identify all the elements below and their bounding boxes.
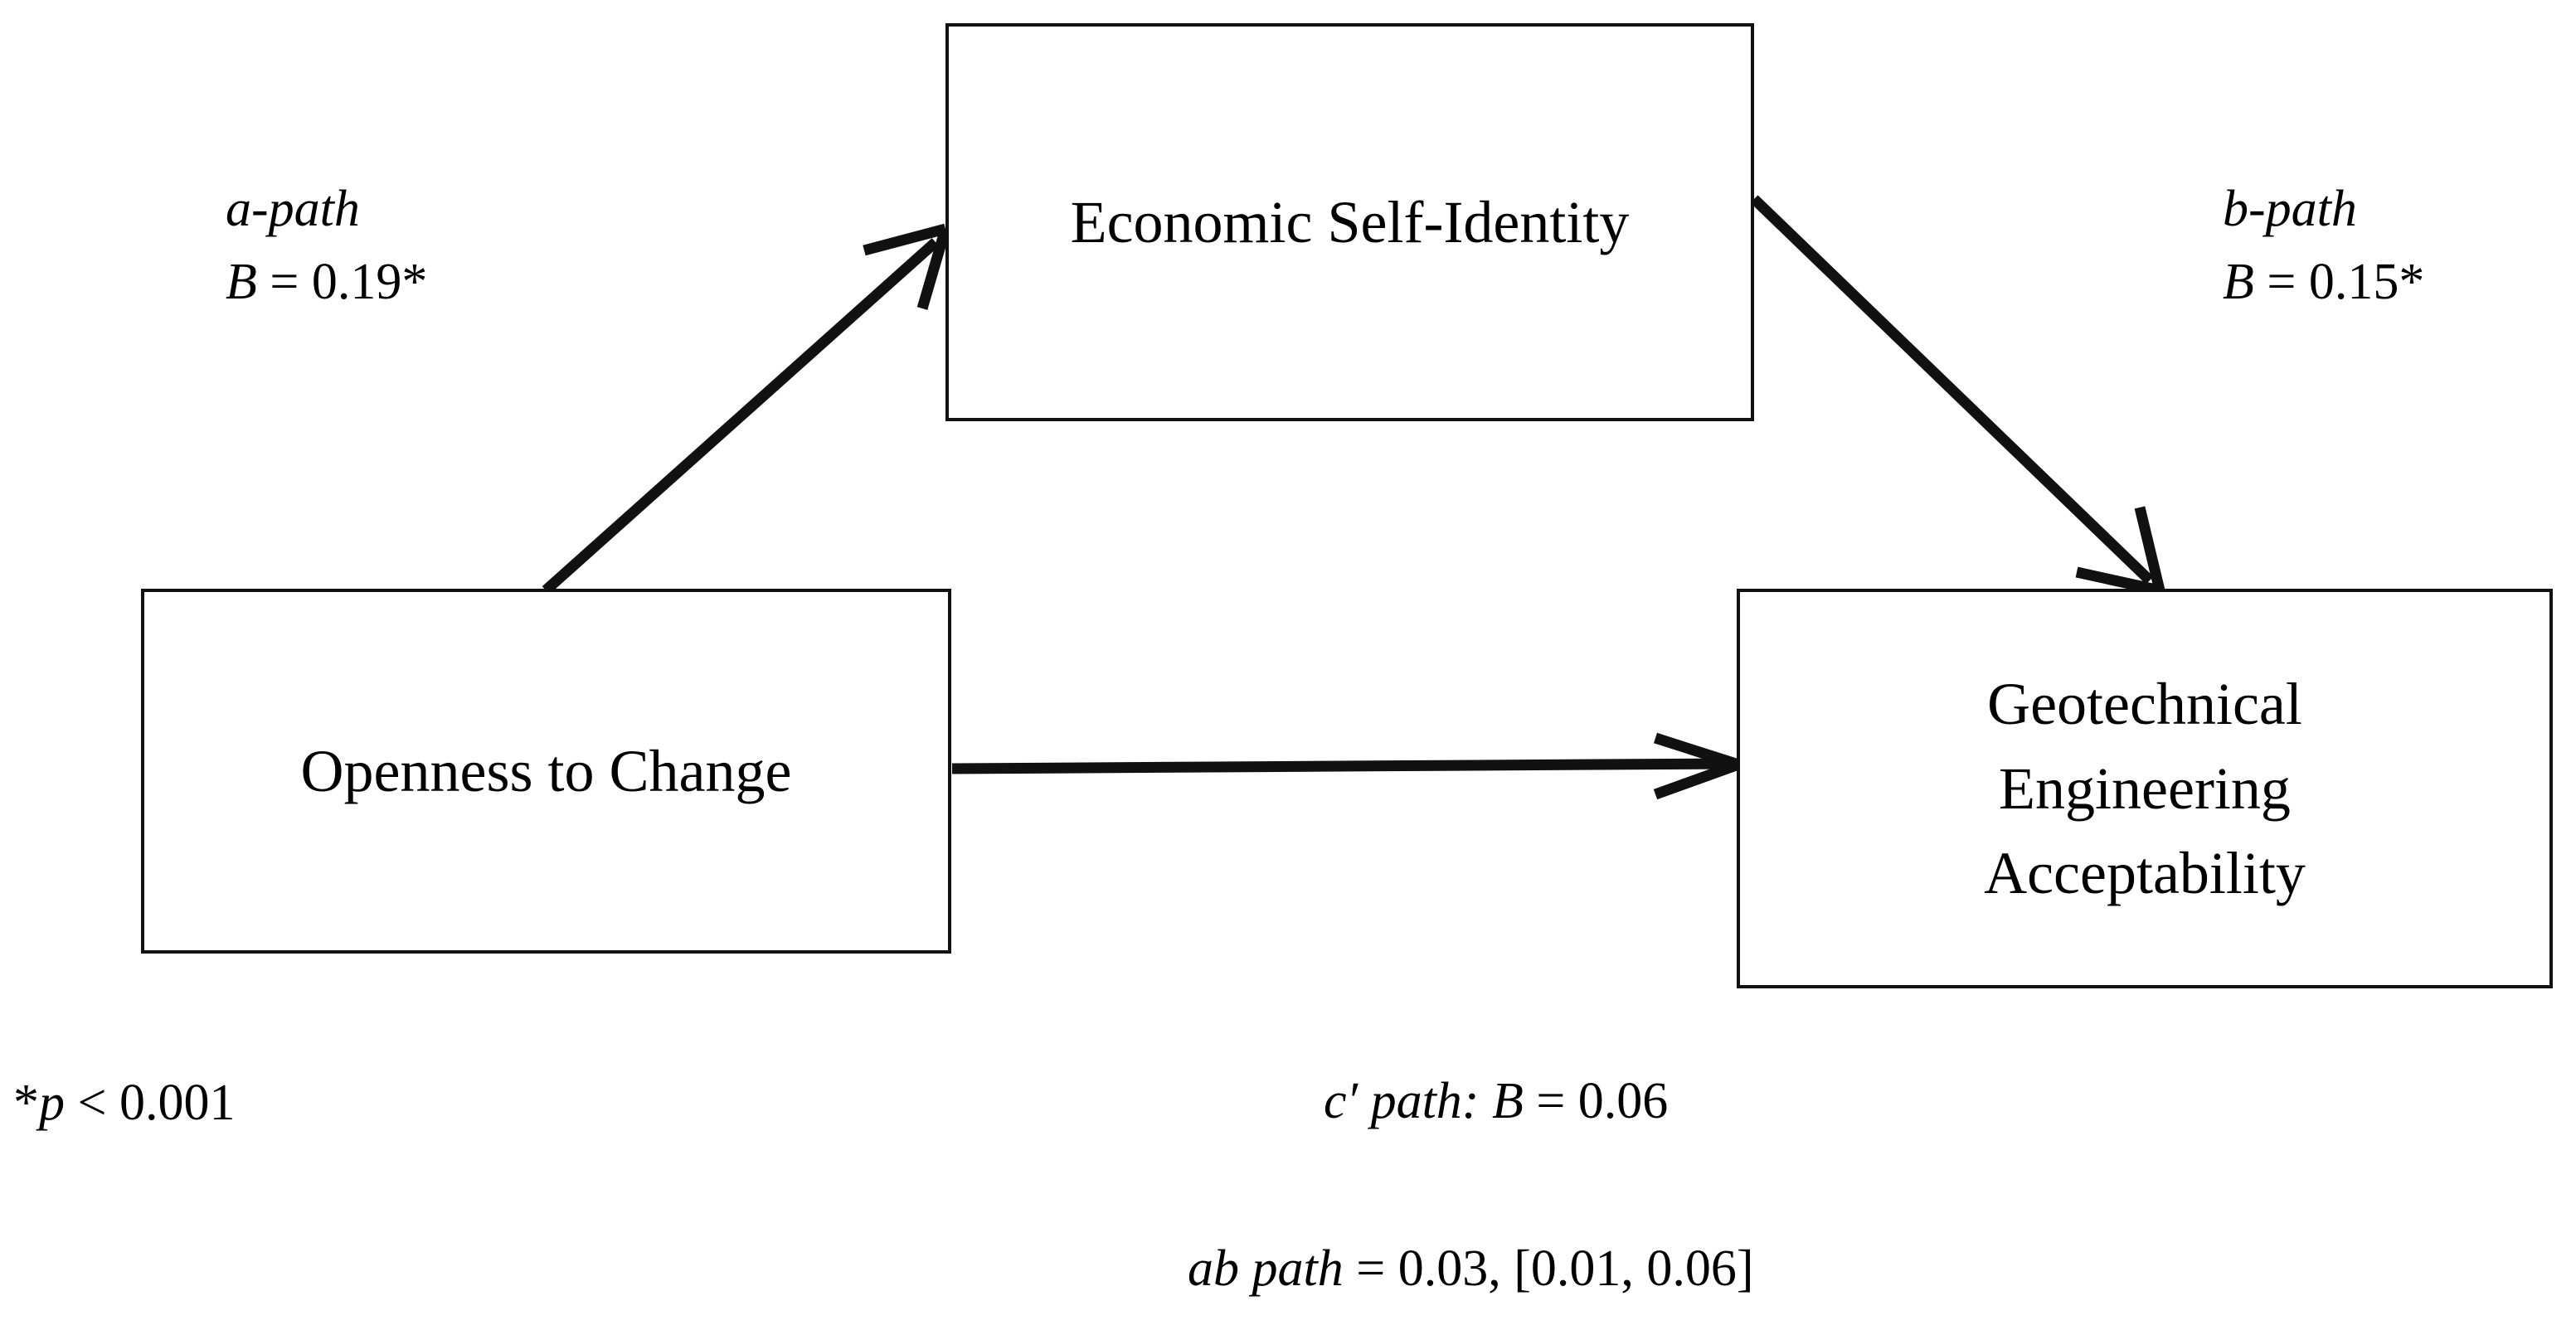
a-path-coefficient-symbol: B [226, 254, 257, 310]
c-prime-value: 0.06 [1577, 1073, 1669, 1129]
a-path-significance-marker: * [401, 254, 428, 310]
a-path-name-line: a-path [226, 172, 427, 245]
ab-path-confidence-interval: [0.01, 0.06] [1514, 1240, 1754, 1297]
c-prime-path-arrow [951, 732, 1741, 800]
node-label-predictor: Openness to Change [300, 738, 792, 804]
a-path-equals: = [270, 254, 299, 310]
a-path-name: a-path [226, 181, 360, 237]
a-path-value: 0.19 [311, 254, 402, 310]
ab-path-value: 0.03, [1397, 1240, 1501, 1297]
significance-footnote: *p < 0.001 [13, 1070, 235, 1136]
b-path-equals: = [2267, 254, 2297, 310]
b-path-significance-marker: * [2399, 254, 2425, 310]
c-prime-coefficient-symbol: B [1491, 1073, 1524, 1129]
node-label-mediator: Economic Self-Identity [1070, 189, 1630, 255]
ab-path-equals: = [1356, 1240, 1386, 1297]
significance-marker: * [13, 1075, 39, 1131]
p-symbol: p [39, 1075, 65, 1131]
node-label-outcome: Geotechnical Engineering Acceptability [1984, 671, 2306, 906]
node-economic-self-identity[interactable]: Economic Self-Identity [945, 23, 1754, 421]
significance-operator: < 0.001 [77, 1075, 236, 1131]
b-path-value: 0.15 [2308, 254, 2399, 310]
c-prime-path-footnote: c′ path: B = 0.06 [1324, 1068, 1668, 1134]
node-geotechnical-engineering-acceptability[interactable]: Geotechnical Engineering Acceptability [1737, 589, 2553, 988]
a-path-annotation: a-path B = 0.19* [226, 172, 427, 318]
ab-path-footnote: ab path = 0.03, [0.01, 0.06] [1188, 1235, 1754, 1302]
b-path-arrow [1750, 195, 2165, 596]
ab-path-name: ab path [1188, 1240, 1344, 1297]
a-path-arrow [542, 223, 951, 595]
b-path-name: b-path [2223, 181, 2357, 237]
c-prime-path-name: c′ path: [1324, 1073, 1480, 1129]
a-path-value-line: B = 0.19* [226, 245, 427, 318]
node-openness-to-change[interactable]: Openness to Change [141, 589, 951, 954]
b-path-coefficient-symbol: B [2223, 254, 2254, 310]
c-prime-equals: = [1536, 1073, 1566, 1129]
b-path-name-line: b-path [2223, 172, 2424, 245]
b-path-annotation: b-path B = 0.15* [2223, 172, 2424, 318]
b-path-value-line: B = 0.15* [2223, 245, 2424, 318]
